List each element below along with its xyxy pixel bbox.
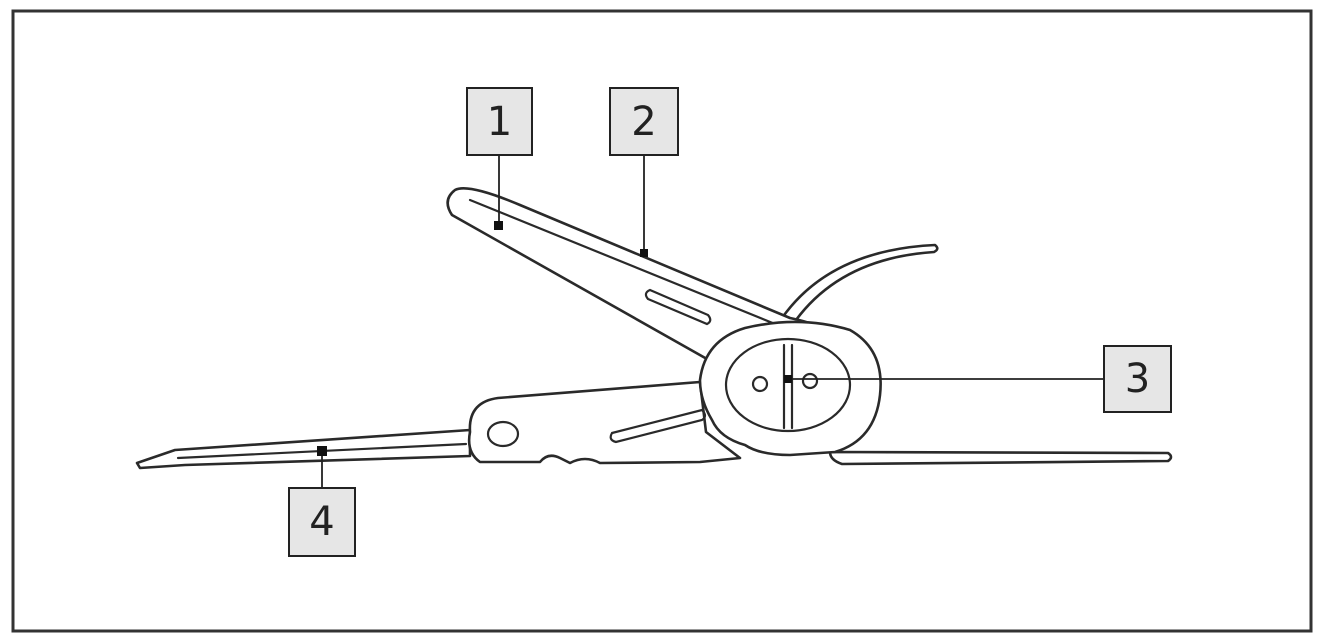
base-plate-hole bbox=[486, 420, 520, 448]
spool-pin-right bbox=[801, 372, 819, 390]
base-plate-slot bbox=[609, 408, 707, 444]
callout-2: 2 bbox=[609, 87, 679, 156]
callout-label-3: 3 bbox=[1125, 356, 1150, 402]
callout-3: 3 bbox=[1103, 345, 1172, 413]
right-strap bbox=[828, 450, 1173, 466]
base-plate bbox=[467, 380, 742, 465]
leader-dot-1 bbox=[494, 221, 503, 230]
release-spring bbox=[780, 243, 939, 322]
leader-dot-2 bbox=[640, 249, 648, 257]
spool-outer-ring bbox=[724, 337, 852, 433]
handle-edge-line bbox=[468, 198, 782, 328]
callout-4: 4 bbox=[288, 487, 356, 557]
leader-dot-3 bbox=[784, 375, 792, 383]
callout-label-2: 2 bbox=[631, 99, 656, 145]
spool-pin-left bbox=[751, 375, 769, 393]
spool-slot-line bbox=[782, 343, 794, 430]
handle-slot bbox=[644, 288, 712, 326]
leader-dot-4 bbox=[317, 446, 327, 456]
callout-label-4: 4 bbox=[309, 499, 334, 545]
left-strap bbox=[135, 428, 472, 470]
callout-label-1: 1 bbox=[487, 99, 512, 145]
callout-1: 1 bbox=[466, 87, 533, 156]
